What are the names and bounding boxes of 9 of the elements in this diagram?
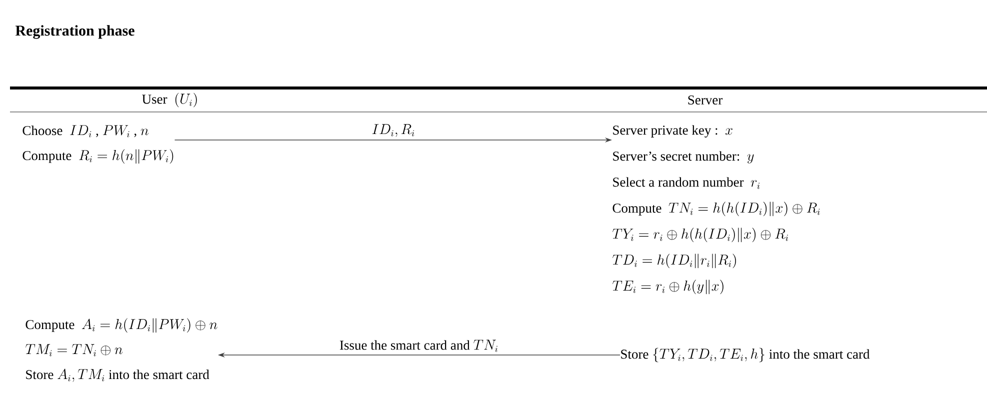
column-header: $\text{User }\ (U_i)$ (142, 92, 197, 108)
storage-step: $\text{Store }\{TY_i, TD_i, TE_i, h\}\text{ into the smart card}$ (621, 348, 870, 362)
computation-steps: $\text{Choose }\ ID_i\text{ , }PW_i\text{ , }n$ $\text{Compute }\ R_i = h(n \| PW_i)$ (22, 125, 174, 164)
column-header: $\text{Server}$ (688, 95, 722, 105)
computation-steps: $\text{Compute }\ A_i = h(ID_i \| PW_i) \oplus n$ $TM_i = TN_i \oplus n$ $\text{Store }A_i, TM_i\text{ into the smart card}$ (26, 318, 218, 382)
computation-steps: $\text{Server private key :}\ \ x$ $\text{Server's secret number:}\ \ y$ $\text{Select a random number}\ \ r_i$ $\text{Compute }\ TN_i = h(h(ID_i) \| x) \oplus R_i$ $TY_i = r_i \oplus h(h(ID_i) \| x) \oplus R_i$ $TD_i = h(ID_i \| r_i \| R_i)$ $TE_i = r_i \oplus h(y \| x)$ (612, 125, 820, 294)
edge-label: $ID_i, R_i$ (370, 123, 416, 138)
edge-label: $\text{Issue the smart card and }TN_i$ (338, 338, 500, 353)
title: Registration phase (15, 25, 134, 39)
